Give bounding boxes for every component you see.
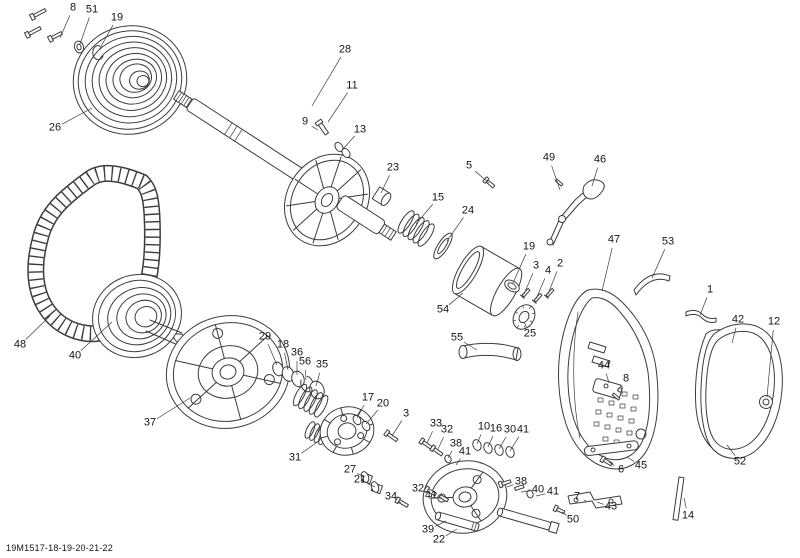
callout-32: 32 [411,482,425,495]
bolt-cluster-right [497,479,534,499]
ramp [458,342,522,361]
hinge-pin [672,476,685,521]
callout-47: 47 [607,233,621,246]
bottom-brackets [552,440,639,515]
callout-49: 49 [542,151,556,164]
callout-42: 42 [731,313,745,326]
callout-18: 18 [276,338,290,351]
callout-39: 39 [421,523,435,536]
bolt-cluster-bottom [394,485,450,508]
callout-26: 26 [48,121,62,134]
callout-23: 23 [386,161,400,174]
callout-7: 7 [573,490,581,503]
shaft-bolt-set [314,118,351,159]
callout-19: 19 [110,11,124,24]
callout-4: 4 [544,264,552,277]
callout-41: 41 [516,423,530,436]
callout-24: 24 [461,204,475,217]
shaft-stub [336,195,397,241]
callout-35: 35 [315,358,329,371]
frame-support [558,288,659,470]
callout-45: 45 [634,459,648,472]
callout-25: 25 [523,327,537,340]
top-left-fasteners [24,8,104,61]
spacer-bushing [371,186,392,206]
lower-rods [434,507,560,534]
callout-31: 31 [288,451,302,464]
mount-bracket [592,378,623,401]
callout-41: 41 [546,485,560,498]
callout-56: 56 [298,355,312,368]
roller-pins [360,471,383,495]
callout-27: 27 [343,463,357,476]
drive-pulley-housing [165,315,291,429]
callout-41: 41 [458,445,472,458]
callout-16: 16 [489,422,503,435]
callout-43: 43 [604,500,618,513]
callout-41: 41 [424,489,438,502]
callout-6: 6 [617,463,625,476]
curved-strip [633,273,671,296]
s-bracket [685,309,717,323]
callout-37: 37 [143,416,157,429]
callout-2: 2 [556,257,564,270]
callout-30: 30 [503,423,517,436]
callout-50: 50 [566,513,580,526]
callout-10: 10 [477,420,491,433]
part-number-label: 19M1517-18-19-20-21-22 [6,543,113,553]
callout-51: 51 [85,3,99,16]
housing-hardware [504,279,555,330]
callout-52: 52 [733,455,747,468]
callout-53: 53 [661,235,675,248]
callout-40: 40 [68,349,82,362]
callout-38: 38 [449,437,463,450]
callout-3: 3 [402,407,410,420]
callout-32: 32 [440,423,454,436]
callout-9: 9 [301,115,309,128]
driven-sheave [92,273,189,359]
callout-11: 11 [346,79,358,92]
callout-21: 21 [353,473,367,486]
callout-15: 15 [431,191,445,204]
callout-22: 22 [432,533,446,546]
callout-19: 19 [522,240,536,253]
callout-29: 29 [258,330,272,343]
callout-8: 8 [622,372,630,385]
callout-1: 1 [706,283,714,296]
callout-54: 54 [436,303,450,316]
callout-34: 34 [384,490,398,503]
callout-8: 8 [69,1,77,14]
callout-28: 28 [338,43,352,56]
callout-12: 12 [767,315,781,328]
callout-5: 5 [465,159,473,172]
washer-row [472,439,515,458]
callout-33: 33 [429,417,443,430]
callout-20: 20 [376,397,390,410]
callout-3: 3 [532,259,540,272]
callout-48: 48 [13,338,27,351]
callout-55: 55 [450,331,464,344]
callout-17: 17 [361,391,375,404]
callout-14: 14 [681,509,695,522]
callout-38: 38 [514,475,528,488]
callout-40: 40 [531,483,545,496]
washer-stack [272,361,325,400]
fixed-sheave [72,25,188,135]
callout-13: 13 [353,123,367,136]
drive-belt [27,165,161,343]
lever-assembly [482,176,605,246]
spider-rollers [352,414,399,443]
callout-36: 36 [290,346,304,359]
movable-drive-sheave [283,153,371,247]
inner-spring [292,383,329,418]
callout-46: 46 [593,153,607,166]
clutch-spring [397,210,435,247]
front-guard-panel [700,323,783,459]
callout-44: 44 [597,359,611,372]
